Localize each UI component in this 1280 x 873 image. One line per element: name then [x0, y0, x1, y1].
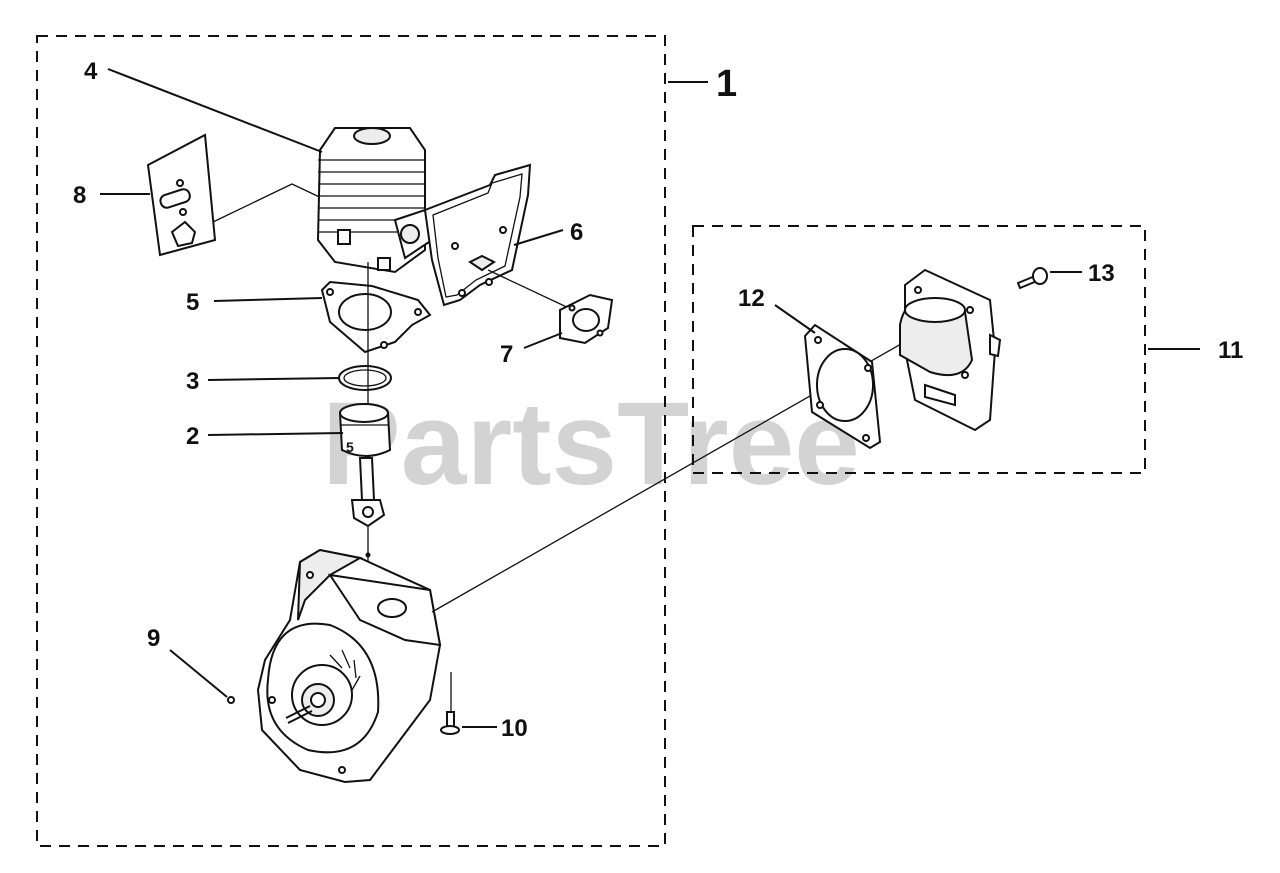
part-muffler-body[interactable] [899, 268, 1002, 432]
label-assembly-11[interactable]: 11 [1218, 337, 1243, 364]
part-13-bolt[interactable] [1016, 267, 1048, 290]
assembly-line-7 [487, 269, 574, 311]
label-10[interactable]: 10 [501, 715, 528, 742]
part-12-muffler-gasket[interactable] [803, 323, 882, 450]
leader-9 [169, 649, 228, 698]
part-9-pin[interactable] [227, 696, 235, 704]
leader-12 [774, 304, 816, 334]
label-7[interactable]: 7 [500, 341, 513, 368]
leader-4 [107, 68, 323, 153]
crank-pin-dot [365, 552, 371, 558]
label-3[interactable]: 3 [186, 368, 199, 395]
label-9[interactable]: 9 [147, 625, 160, 652]
part-7-small-gasket[interactable] [559, 293, 614, 345]
assembly-box-main [36, 35, 666, 847]
label-5[interactable]: 5 [186, 289, 199, 316]
leader-6 [513, 229, 564, 246]
leader-7 [523, 332, 563, 349]
piston-mark: 5 [346, 439, 354, 455]
leader-5 [213, 297, 323, 302]
label-4[interactable]: 4 [84, 58, 98, 85]
watermark: PartsTree [322, 378, 860, 510]
part-crankcase[interactable] [256, 548, 442, 784]
label-13[interactable]: 13 [1088, 260, 1115, 287]
part-5-base-gasket[interactable] [320, 280, 432, 354]
leader-3 [207, 377, 341, 381]
label-assembly-1[interactable]: 1 [716, 63, 737, 105]
part-6-gasket[interactable] [423, 163, 532, 307]
label-6[interactable]: 6 [570, 219, 583, 246]
assembly-box-muffler [692, 225, 1146, 474]
assembly-line-muffler [431, 299, 979, 613]
label-2[interactable]: 2 [186, 423, 199, 450]
part-10-screw[interactable] [440, 711, 460, 735]
label-8[interactable]: 8 [73, 182, 86, 209]
assembly-line-8 [212, 183, 331, 223]
part-4-cylinder[interactable] [316, 127, 434, 274]
label-12[interactable]: 12 [738, 285, 765, 312]
leader-2 [207, 432, 344, 436]
part-2-piston[interactable]: 5 [338, 403, 392, 528]
part-8-insulator[interactable] [146, 133, 217, 257]
